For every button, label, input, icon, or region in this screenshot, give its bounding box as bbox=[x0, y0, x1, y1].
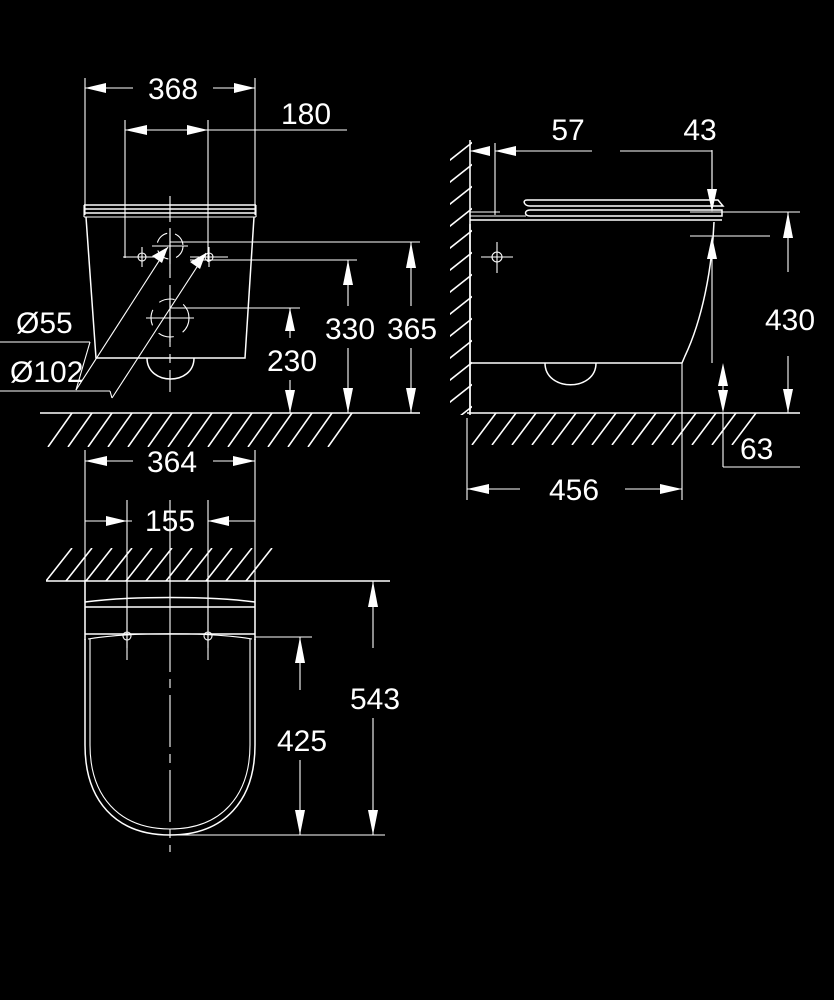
dim-364: 364 bbox=[85, 446, 255, 479]
side-seat-profile bbox=[470, 199, 725, 221]
dim-57-label: 57 bbox=[551, 114, 584, 147]
plan-view: 364 155 bbox=[46, 446, 400, 852]
dim-43-label: 43 bbox=[683, 114, 716, 147]
dim-430-label: 430 bbox=[765, 304, 815, 337]
leader-dia-55: Ø55 bbox=[0, 246, 169, 391]
dim-368: 368 bbox=[85, 73, 255, 106]
dim-180: 180 bbox=[125, 98, 347, 135]
dim-57: 57 bbox=[470, 114, 592, 156]
front-elevation-view: 368 180 bbox=[0, 73, 437, 447]
side-floor bbox=[467, 412, 800, 445]
dim-456: 456 bbox=[467, 474, 682, 507]
dim-155: 155 bbox=[85, 505, 255, 538]
side-wall bbox=[450, 140, 472, 415]
dim-368-label: 368 bbox=[148, 73, 198, 106]
front-fixing-hole-right bbox=[190, 247, 228, 267]
dim-365: 365 bbox=[387, 242, 437, 413]
dim-425: 425 bbox=[277, 637, 327, 835]
dim-365-label: 365 bbox=[387, 313, 437, 346]
plan-fixing-hole-right bbox=[203, 581, 213, 648]
dim-430: 430 bbox=[722, 211, 815, 414]
front-outlet-small bbox=[152, 228, 188, 264]
dim-330-label: 330 bbox=[325, 313, 375, 346]
dim-330: 330 bbox=[325, 260, 375, 413]
dim-456-label: 456 bbox=[549, 474, 599, 507]
dim-180-label: 180 bbox=[281, 98, 331, 131]
front-floor bbox=[40, 412, 420, 447]
leader-dia-102: Ø102 bbox=[0, 252, 207, 399]
plan-fixing-hole-left bbox=[122, 581, 132, 648]
dim-230-label: 230 bbox=[267, 345, 317, 378]
dim-364-label: 364 bbox=[147, 446, 197, 479]
plan-dim-extension-lines bbox=[170, 580, 385, 836]
dim-43: 43 bbox=[620, 114, 770, 290]
plan-wall bbox=[46, 548, 390, 582]
dim-63-label: 63 bbox=[740, 433, 773, 466]
side-elevation-view: 57 43 bbox=[450, 114, 815, 507]
dim-543-label: 543 bbox=[350, 683, 400, 716]
side-bottom-extension-lines bbox=[466, 290, 713, 500]
side-fixing-hole bbox=[481, 242, 513, 273]
dim-155-label: 155 bbox=[145, 505, 195, 538]
dim-102-label: Ø102 bbox=[10, 356, 83, 389]
dim-63: 63 bbox=[718, 363, 800, 468]
dim-230: 230 bbox=[267, 308, 317, 413]
front-height-extension-lines bbox=[170, 241, 420, 309]
front-outlet-large bbox=[146, 294, 194, 342]
side-extension-lines bbox=[469, 143, 713, 215]
dim-55-label: Ø55 bbox=[16, 307, 73, 340]
side-body-outline bbox=[469, 221, 715, 413]
dim-543: 543 bbox=[350, 581, 400, 835]
dim-425-label: 425 bbox=[277, 725, 327, 758]
front-extension-lines bbox=[84, 78, 256, 262]
